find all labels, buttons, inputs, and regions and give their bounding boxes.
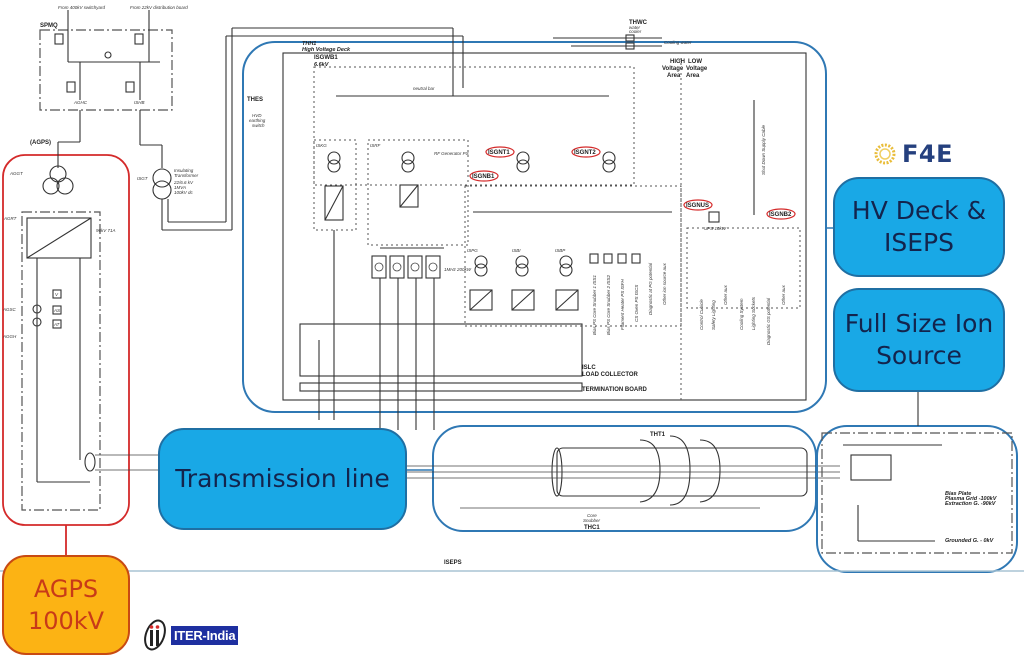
- feeder-label-1: AGHC: [73, 100, 88, 105]
- aggh-label: AGGH: [2, 334, 17, 339]
- ion-source-callout: Full Size Ion Source: [833, 288, 1005, 392]
- source-label-1: From 400kV switchyard: [58, 5, 106, 10]
- isrf-label: ISRF: [370, 143, 381, 148]
- isgt-desc-5: 100kV dc: [174, 190, 194, 195]
- snubber-1: Core: [587, 513, 597, 518]
- iseps-footer-label: ISEPS: [444, 560, 462, 566]
- thes-desc-2: earthing: [249, 118, 266, 123]
- spmq-label: SPMQ: [40, 23, 58, 29]
- lv-feeder-3: Other aux: [723, 284, 728, 305]
- thh1-label: THH1: [302, 41, 316, 47]
- ring-label-isgnt2: ISGNT2: [574, 150, 596, 156]
- tht1-label: THT1: [650, 432, 666, 438]
- agrt-label: AGRT: [3, 216, 18, 221]
- snubber-2: Snubber: [583, 518, 601, 523]
- source-label-2: From 22kV distribution board: [130, 5, 188, 10]
- sun-icon: [874, 143, 896, 165]
- hv-deck-section: THH1 High Voltage Deck ISGWB1 6.6kV neut…: [242, 20, 827, 430]
- lv-feeder-7: Other aux: [781, 284, 786, 305]
- meter-at: AT: [53, 322, 61, 327]
- ring-label-isgnt1: ISGNT1: [488, 150, 510, 156]
- iter-india-logo: ITER-India: [140, 618, 239, 652]
- meter-v: V: [55, 292, 59, 297]
- agrt-rating: 96kV 71A: [96, 228, 116, 233]
- feeder-label-2: ISHB: [134, 100, 145, 105]
- agsc-label: AGSC: [2, 307, 17, 312]
- ring-label-isgnus: ISGNUS: [686, 203, 709, 209]
- agps-section: AGGT AGRT 96kV 71A V AS AT AGSC AGGH: [2, 142, 160, 526]
- transmission-line-callout: Transmission line: [158, 428, 407, 530]
- hv-feeder-1: Bias PS Core Snubber 1 ISS1: [592, 274, 597, 335]
- f4e-logo: F4E: [872, 140, 953, 168]
- area-high-3: Area: [667, 73, 681, 79]
- hv-feeder-2: Bias PS Core Snubber 2 ISS2: [606, 274, 611, 335]
- isgt-desc-2: Transformer: [174, 173, 199, 178]
- grid-label-1: Bias Plate: [945, 491, 971, 497]
- psu-label-isbp: ISBP: [555, 248, 565, 253]
- spmq-block: From 400kV switchyard From 22kV distribu…: [30, 5, 188, 146]
- thwc-desc-1: water: [629, 25, 641, 30]
- aggt-label: AGGT: [9, 171, 24, 176]
- hv-feeder-4: CS Oven PS ISCS: [634, 285, 639, 322]
- shutdown-cable-label: Shut Down Supply Cable: [761, 124, 766, 175]
- grid-label-3: Extraction G. -90kV: [945, 501, 997, 507]
- iter-emblem-icon: [144, 619, 166, 651]
- thes-label: THES: [247, 97, 263, 103]
- psu-label-isbi: ISBI: [512, 248, 521, 253]
- isgt-desc-1: Insulating: [174, 168, 194, 173]
- lv-feeder-4: Cooling System: [739, 298, 744, 330]
- ion-source-section: Bias Plate Plasma Grid -100kV Extraction…: [816, 392, 1018, 573]
- lv-feeder-5: Lighting Sockets: [751, 296, 756, 330]
- lv-feeder-6: Diagnostic GS potential: [766, 297, 771, 345]
- iskg-label: ISKG: [316, 143, 327, 148]
- hv-feeder-3: Filament Heater PS ISFH: [620, 278, 625, 330]
- ring-label-isgnb2: ISGNB2: [769, 212, 792, 218]
- ring-label-isgnb1: ISGNB1: [472, 174, 495, 180]
- isgt-desc-4: 1MVA: [174, 185, 186, 190]
- transmission-line-section: THT1 Core Snubber THC1: [405, 425, 840, 532]
- isgt-label: ISGT: [137, 176, 149, 181]
- area-low-2: Voltage: [686, 66, 708, 72]
- area-high-2: Voltage: [662, 66, 684, 72]
- meter-as: AS: [53, 308, 60, 313]
- area-high-1: HIGH: [670, 59, 685, 65]
- f4e-text: F4E: [902, 140, 953, 168]
- generator-label: RF Generator PS: [434, 151, 469, 156]
- cooling-water-label: Cooling water: [664, 40, 692, 45]
- thes-desc-3: switch: [252, 123, 265, 128]
- thwc-label: THWC: [629, 20, 648, 26]
- area-low-3: Area: [686, 73, 700, 79]
- iter-india-text: ITER-India: [171, 625, 239, 645]
- thwc-desc-2: cooler: [629, 29, 642, 34]
- hv-deck-subtitle: High Voltage Deck: [302, 47, 351, 53]
- hv-feeder-6: Other ion source aux: [662, 262, 667, 305]
- hv-deck-callout: HV Deck & ISEPS: [833, 177, 1005, 277]
- snubber-3: THC1: [584, 525, 600, 531]
- agps-ref-label: (AGPS): [30, 140, 51, 146]
- ups-label: UPS 10kW: [704, 226, 727, 231]
- psu-label-ispg: ISPG: [467, 248, 478, 253]
- termination-board-label: TERMINATION BOARD: [582, 387, 648, 393]
- neutral-bar-label: neutral bar: [413, 86, 435, 91]
- isgt-desc-3: 22/6.6 kV: [173, 180, 194, 185]
- area-low-1: LOW: [688, 59, 702, 65]
- busbar-label: ISGWB1: [314, 55, 338, 61]
- grid-label-4: Grounded G. - 0kV: [945, 538, 995, 544]
- agps-callout: AGPS 100kV: [2, 555, 130, 655]
- busbar-rating: 6.6kV: [314, 62, 330, 68]
- load-collector-label: LOAD COLLECTOR: [582, 372, 639, 378]
- thes-desc-1: HVD: [252, 113, 262, 118]
- lv-feeder-2: Safety Lighting: [711, 300, 716, 330]
- grid-label-2: Plasma Grid -100kV: [945, 496, 998, 502]
- hv-feeder-5: Diagnostic at PG potential: [648, 262, 653, 315]
- lv-feeder-1: Control Cubicle: [699, 299, 704, 330]
- islc-label: ISLC: [582, 365, 596, 371]
- rf-rating: 1MHz 200kW: [444, 267, 472, 272]
- isgt-transformer: ISGT Insulating Transformer 22/6.6 kV 1M…: [137, 27, 463, 231]
